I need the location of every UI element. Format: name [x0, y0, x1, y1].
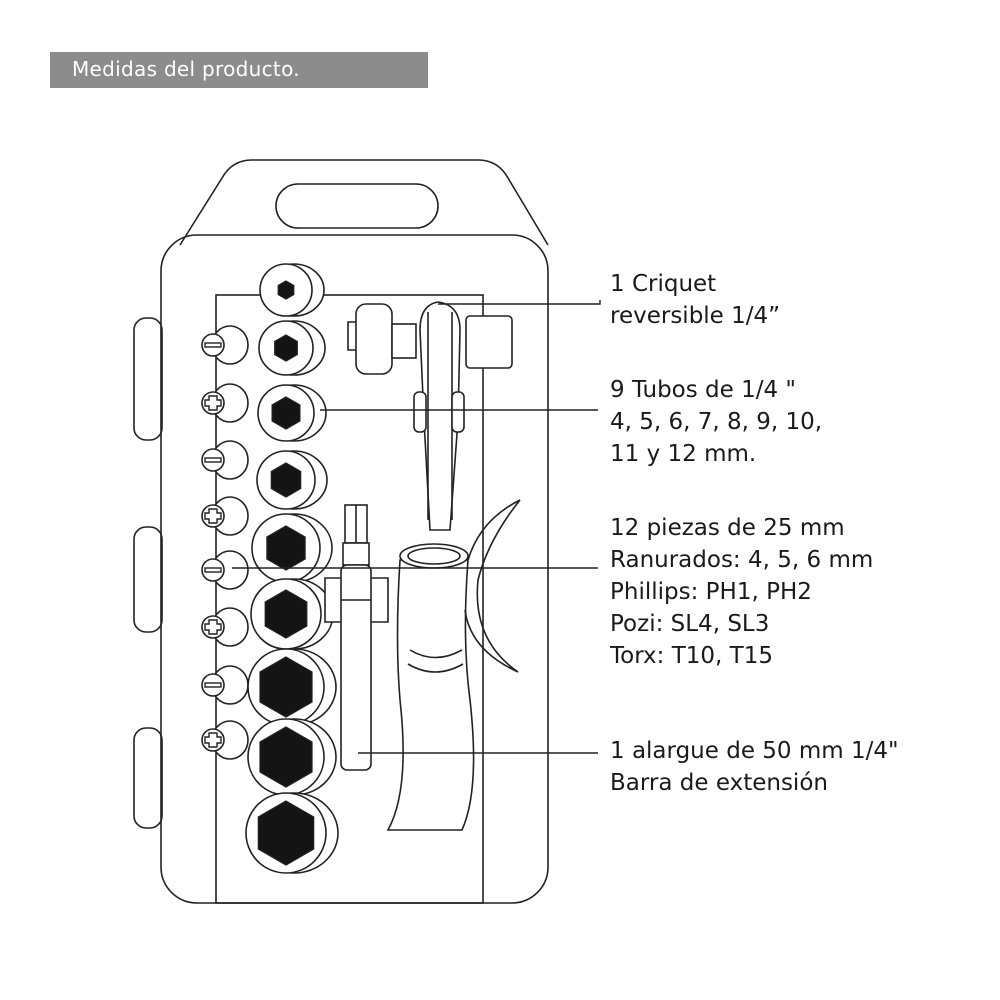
- hex-socket-icon: [259, 263, 325, 317]
- flathead-bit-icon: [201, 665, 249, 705]
- flathead-bit-icon: [201, 325, 249, 365]
- flathead-bit-icon: [201, 440, 249, 480]
- callout-line: reversible 1/4”: [610, 303, 781, 329]
- callout-line: Pozi: SL4, SL3: [610, 611, 770, 637]
- page-title: Medidas del producto.: [72, 57, 300, 81]
- extension-bar: [324, 504, 389, 771]
- phillips-bit-icon: [201, 720, 249, 760]
- hex-socket-icon: [251, 513, 333, 583]
- header-banner: Medidas del producto.: [50, 52, 428, 88]
- hex-socket-icon: [247, 648, 337, 726]
- case-side-tab: [133, 526, 163, 633]
- hex-socket-icon: [258, 320, 326, 376]
- callout-line: Barra de extensión: [610, 770, 828, 796]
- phillips-bit-icon: [201, 607, 249, 647]
- callout-sockets: 9 Tubos de 1/4 " 4, 5, 6, 7, 8, 9, 10, 1…: [610, 374, 822, 470]
- callout-line: 1 alargue de 50 mm 1/4": [610, 738, 899, 764]
- callout-bits: 12 piezas de 25 mm Ranurados: 4, 5, 6 mm…: [610, 512, 873, 672]
- phillips-bit-icon: [201, 496, 249, 536]
- callout-line: 9 Tubos de 1/4 ": [610, 377, 797, 403]
- case-tray: [215, 294, 484, 904]
- hex-socket-icon: [250, 578, 334, 650]
- hex-socket-icon: [256, 450, 328, 510]
- callout-line: 12 piezas de 25 mm: [610, 515, 845, 541]
- callout-line: 1 Criquet: [610, 271, 717, 297]
- callout-line: Phillips: PH1, PH2: [610, 579, 812, 605]
- sockets-column: [245, 263, 339, 874]
- hex-socket-icon: [247, 718, 337, 796]
- case-side-tab: [133, 317, 163, 441]
- phillips-bit-icon: [201, 383, 249, 423]
- leader-lines: [232, 300, 601, 754]
- case-hanger: [179, 159, 549, 246]
- case-side-tab: [133, 727, 163, 829]
- callout-line: 11 y 12 mm.: [610, 441, 757, 467]
- callout-extension: 1 alargue de 50 mm 1/4" Barra de extensi…: [610, 735, 899, 799]
- callout-ratchet: 1 Criquet reversible 1/4”: [610, 268, 780, 332]
- hex-socket-icon: [245, 792, 339, 874]
- flathead-bit-icon: [201, 550, 249, 590]
- ratchet-handle: [347, 301, 521, 831]
- hex-socket-icon: [257, 384, 327, 442]
- bits-column: [201, 325, 249, 760]
- hang-slot: [275, 183, 439, 229]
- callout-line: 4, 5, 6, 7, 8, 9, 10,: [610, 409, 823, 435]
- callout-line: Ranurados: 4, 5, 6 mm: [610, 547, 874, 573]
- callout-line: Torx: T10, T15: [610, 643, 773, 669]
